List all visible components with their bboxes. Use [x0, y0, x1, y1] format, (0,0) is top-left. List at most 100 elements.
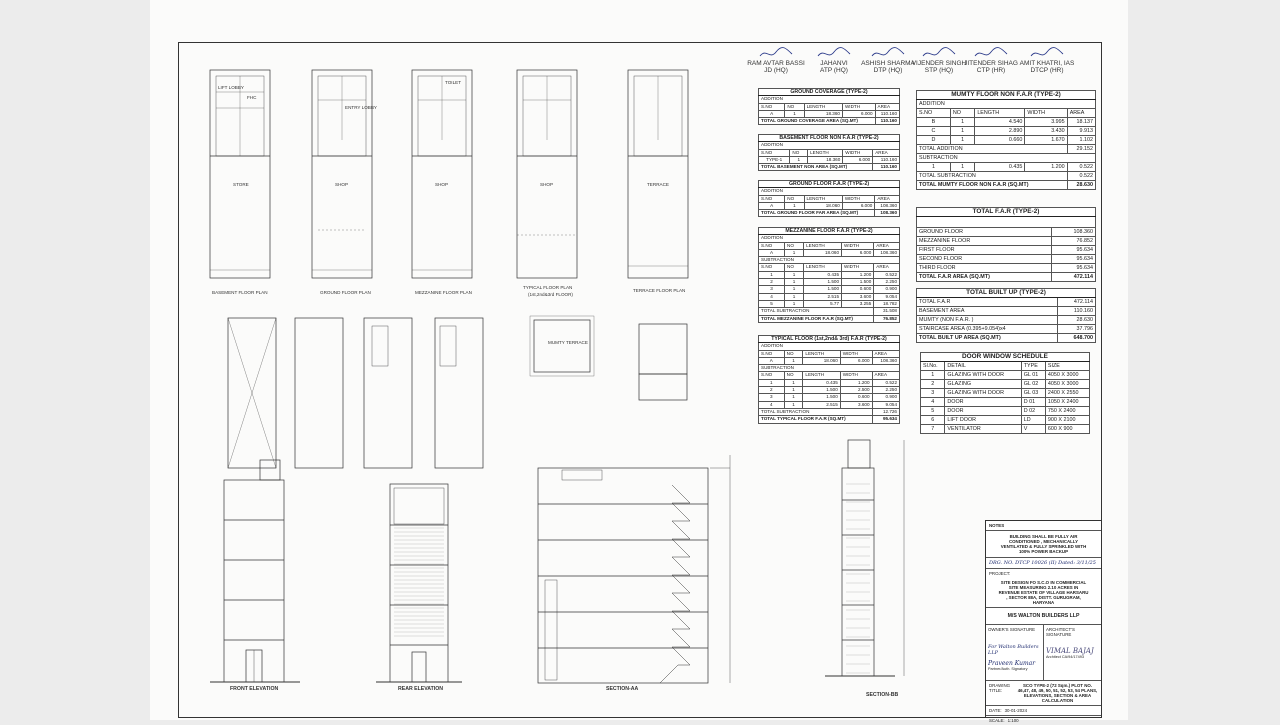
table-cell: 0.900 — [873, 285, 900, 294]
scale-value: 1:100 — [1007, 718, 1019, 723]
table-cell: 2.500 — [839, 386, 873, 395]
table-cell: FIRST FLOOR — [915, 245, 1053, 255]
table-cell: 1050 X 2400 — [1044, 397, 1091, 407]
date-value: 30-01-2024 — [1004, 708, 1028, 713]
signatory-name: RAM AVTAR BASSI — [747, 60, 805, 67]
table-cell: 1.670 — [1024, 135, 1068, 145]
table-header-cell: S.NO — [757, 148, 791, 157]
table-cell: GLAZING — [944, 379, 1022, 389]
table-cell: 4.540 — [974, 117, 1026, 127]
table-cell: 2 — [757, 278, 786, 287]
owner-name: Praveen Kumar — [988, 660, 1036, 667]
table-cell: BASEMENT AREA — [915, 306, 1059, 316]
signatory-name: JITENDER SIHAG — [964, 60, 1018, 67]
project-text: SITE DESIGN FO S.C.O IN COMMERCIAL SITE … — [986, 578, 1101, 608]
ground-key-plan — [294, 317, 344, 469]
basement-far-table: BASEMENT FLOOR NON F.A.R (TYPE-2) ADDITI… — [757, 133, 900, 172]
table-cell: 0.435 — [974, 162, 1026, 172]
table-header-cell: WIDTH — [841, 194, 876, 203]
table-header-cell: AREA — [873, 241, 900, 250]
front-elevation-drawing — [210, 459, 300, 683]
table-header-cell: S.NO — [758, 349, 785, 358]
table-cell: 600 X 900 — [1044, 424, 1091, 434]
table-cell: 9.913 — [1066, 126, 1097, 136]
table-header-cell: AREA — [874, 102, 901, 111]
table-cell: 3 — [757, 285, 786, 294]
table-cell: 18.060 — [802, 356, 841, 366]
drawing-sheet: BASEMENT FLOOR PLAN GROUND FLOOR PLAN ME… — [150, 0, 1128, 723]
table-cell: 6.000 — [841, 109, 876, 119]
table-header-cell: TYPE — [1020, 361, 1046, 371]
table-cell: 1 — [784, 248, 805, 258]
table-cell: 1 — [783, 378, 804, 388]
table-cell: 3.600 — [839, 400, 873, 409]
room-label-terrace: TERRACE — [647, 182, 669, 187]
typical-plan-subtitle: (1st,2nd&3rd FLOOR) — [528, 292, 573, 297]
table-cell: 2.890 — [974, 126, 1026, 136]
table-header-cell: S.NO — [757, 263, 786, 272]
table-cell: 1 — [783, 386, 804, 395]
table-header-cell: LENGTH — [803, 263, 843, 272]
table-cell: 9.054 — [871, 400, 901, 409]
table-cell: 2 — [758, 386, 785, 395]
table-cell: 4050 X 3000 — [1044, 379, 1091, 389]
architect-signature-label: ARCHITECT'S SIGNATURE — [1046, 627, 1075, 637]
table-cell: 1 — [758, 378, 785, 388]
table-header-cell: S.NO — [757, 102, 786, 111]
ground-far-table: GROUND FLOOR F.A.R (TYPE-2) ADDITION S.N… — [757, 179, 900, 218]
owner-signature-cell: OWNER'S SIGNATURE For Walton Builders LL… — [986, 625, 1044, 680]
table-header-cell: LENGTH — [802, 349, 841, 358]
table-cell: A — [757, 248, 786, 258]
table-cell: GLAZING WITH DOOR — [944, 370, 1022, 380]
table-cell: 1.200 — [1024, 162, 1068, 172]
room-label-shop-mezz: SHOP — [435, 182, 449, 187]
mezzanine-plan-title: MEZZANINE FLOOR PLAN — [415, 290, 472, 295]
table-cell: 5 — [757, 299, 786, 309]
table-cell: 6.000 — [841, 201, 876, 211]
table-cell: B — [916, 117, 951, 127]
table-header-cell: S.NO — [757, 241, 786, 250]
signatory-role: STP (HQ) — [924, 67, 954, 74]
basement-plan-title: BASEMENT FLOOR PLAN — [212, 290, 268, 295]
date-label: DATE: — [989, 708, 1002, 713]
table-cell: 28.630 — [1057, 315, 1096, 325]
table-cell: 110.160 — [1057, 306, 1096, 316]
table-cell: 1.500 — [802, 393, 841, 402]
table-cell: 1 — [919, 370, 946, 380]
table-cell: MUMTY (NON F.A.R. ) — [915, 315, 1059, 325]
table-cell: 7 — [919, 424, 946, 434]
table-cell: 76.852 — [1051, 236, 1096, 246]
section-bb-drawing — [825, 439, 905, 677]
table-cell: 6.000 — [839, 356, 873, 366]
table-header-cell: WIDTH — [841, 102, 876, 111]
table-cell: 1 — [784, 270, 805, 280]
table-header-cell: NO — [783, 349, 804, 358]
table-cell: 108.360 — [871, 356, 901, 366]
table-cell: 0.522 — [873, 270, 900, 280]
table-header-cell: S.NO — [916, 108, 951, 118]
mumty-far-table: MUMTY FLOOR NON F.A.R (TYPE-2) ADDITION … — [916, 90, 1097, 190]
table-cell: 1.500 — [841, 278, 875, 287]
table-cell: 2.515 — [803, 292, 843, 301]
table-cell: 1 — [784, 285, 805, 294]
table-cell: 0.600 — [839, 393, 873, 402]
ground-floor-plan — [311, 69, 373, 279]
signatory-name: VIJENDER SINGH — [911, 60, 967, 67]
table-header-cell: AREA — [873, 263, 900, 272]
table-header-cell: AREA — [874, 194, 900, 203]
table-cell: 1.200 — [841, 270, 875, 280]
table-cell: 1.500 — [803, 285, 843, 294]
